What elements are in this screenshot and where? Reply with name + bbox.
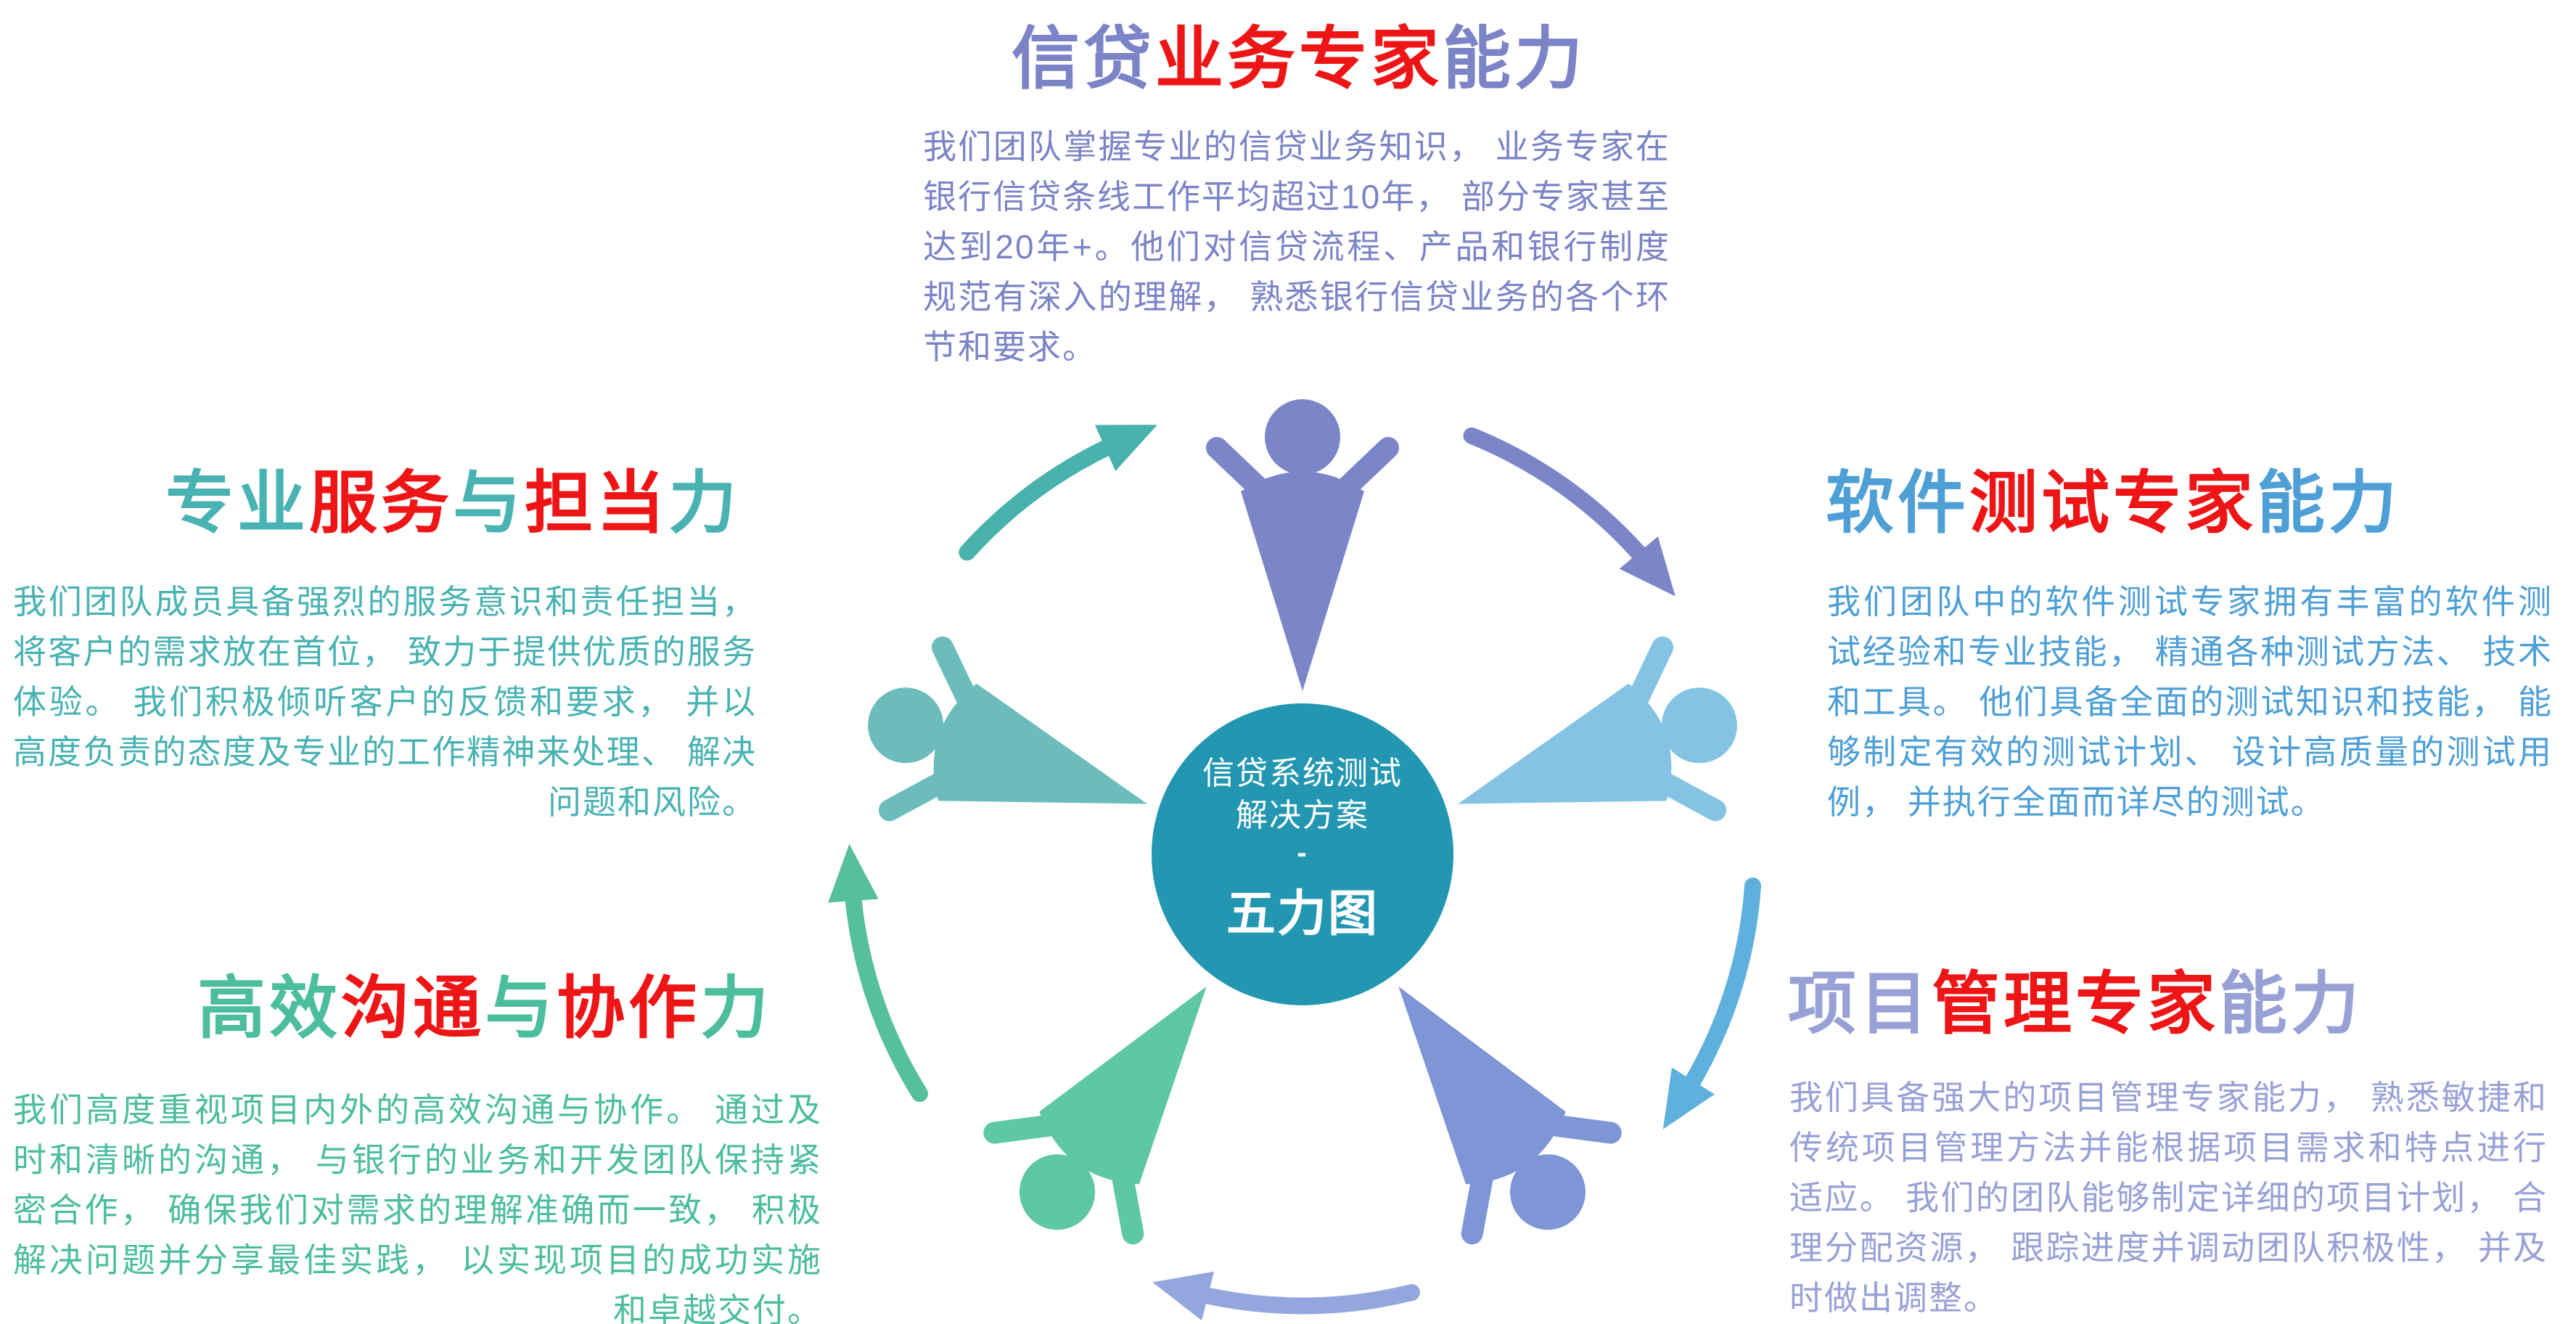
figure-service-head bbox=[868, 687, 944, 764]
figure-testing-body bbox=[1458, 683, 1672, 804]
arrow-testing-to-management bbox=[1662, 877, 1761, 1129]
title-part: 沟通 bbox=[341, 970, 485, 1046]
title-part: 与 bbox=[453, 465, 525, 541]
title-part: 业务专家 bbox=[1154, 20, 1443, 97]
service-section-title: 专业服务与担当力 bbox=[165, 465, 740, 541]
title-part: 能力 bbox=[1443, 20, 1587, 97]
credit-section-title: 信贷业务专家能力 bbox=[922, 20, 1676, 97]
title-part: 协作 bbox=[557, 970, 701, 1046]
figure-service-body bbox=[933, 683, 1147, 804]
figure-testing-head bbox=[1661, 687, 1737, 764]
arrow-communication-to-service bbox=[828, 843, 928, 1103]
arrow-service-to-credit bbox=[959, 425, 1157, 561]
figure-management-arms bbox=[1461, 1113, 1622, 1245]
title-part: 项目 bbox=[1788, 965, 1932, 1042]
title-part: 专业 bbox=[165, 465, 310, 541]
figure-communication-head bbox=[1020, 1154, 1095, 1230]
figure-credit-head bbox=[1265, 399, 1340, 475]
figure-communication bbox=[983, 986, 1207, 1245]
communication-section-body: 我们高度重视项目内外的高效沟通与协作。 通过及时和清晰的沟通， 与银行的业务和开… bbox=[13, 1091, 822, 1324]
five-forces-diagram: 信贷系统测试 解决方案 - 五力图 bbox=[828, 399, 1761, 1321]
testing-section-title: 软件测试专家能力 bbox=[1826, 465, 2400, 541]
figure-service-arms bbox=[878, 636, 981, 822]
title-part: 与 bbox=[485, 970, 557, 1046]
figure-service bbox=[868, 636, 1147, 822]
figure-testing bbox=[1458, 636, 1737, 822]
title-part: 服务 bbox=[309, 465, 454, 541]
center-title: 五力图 bbox=[1226, 886, 1379, 941]
figure-communication-arms bbox=[983, 1113, 1144, 1245]
arrow-management-to-communication bbox=[1152, 1271, 1420, 1321]
center-dash: - bbox=[1297, 837, 1308, 869]
title-part: 力 bbox=[700, 970, 773, 1046]
title-part: 力 bbox=[668, 465, 741, 541]
communication-section-title: 高效沟通与协作力 bbox=[197, 970, 772, 1046]
title-part: 信贷 bbox=[1011, 20, 1155, 97]
testing-section-body: 我们团队中的软件测试专家拥有丰富的软件测试经验和专业技能， 精通各种测试方法、 … bbox=[1827, 583, 2553, 821]
figure-testing-arms bbox=[1624, 636, 1727, 822]
service-section-body: 我们团队成员具备强烈的服务意识和责任担当， 将客户的需求放在首位， 致力于提供优… bbox=[13, 583, 757, 821]
figure-credit-body bbox=[1241, 471, 1364, 691]
title-part: 高效 bbox=[197, 970, 342, 1046]
title-part: 软件 bbox=[1826, 465, 1970, 541]
figure-management-head bbox=[1510, 1154, 1586, 1230]
figure-management bbox=[1398, 986, 1622, 1245]
title-part: 能力 bbox=[2257, 465, 2401, 541]
figure-communication-body bbox=[1039, 986, 1207, 1185]
figure-credit bbox=[1206, 399, 1399, 691]
title-part: 管理专家 bbox=[1932, 965, 2220, 1042]
figure-credit-arms bbox=[1206, 437, 1399, 502]
center-subtitle-line2: 解决方案 bbox=[1236, 798, 1369, 833]
management-section-body: 我们具备强大的项目管理专家能力， 熟悉敏捷和传统项目管理方法并能根据项目需求和特… bbox=[1789, 1079, 2548, 1317]
title-part: 测试专家 bbox=[1969, 465, 2257, 541]
arrow-credit-to-testing bbox=[1463, 427, 1675, 597]
center-circle bbox=[1152, 703, 1453, 1005]
credit-section-body: 我们团队掌握专业的信贷业务知识， 业务专家在银行信贷条线工作平均超过10年， 部… bbox=[923, 128, 1670, 366]
title-part: 担当 bbox=[525, 465, 669, 541]
figure-management-body bbox=[1398, 986, 1566, 1185]
center-subtitle-line1: 信贷系统测试 bbox=[1202, 756, 1403, 791]
management-section-title: 项目管理专家能力 bbox=[1788, 965, 2363, 1042]
title-part: 能力 bbox=[2219, 965, 2363, 1042]
